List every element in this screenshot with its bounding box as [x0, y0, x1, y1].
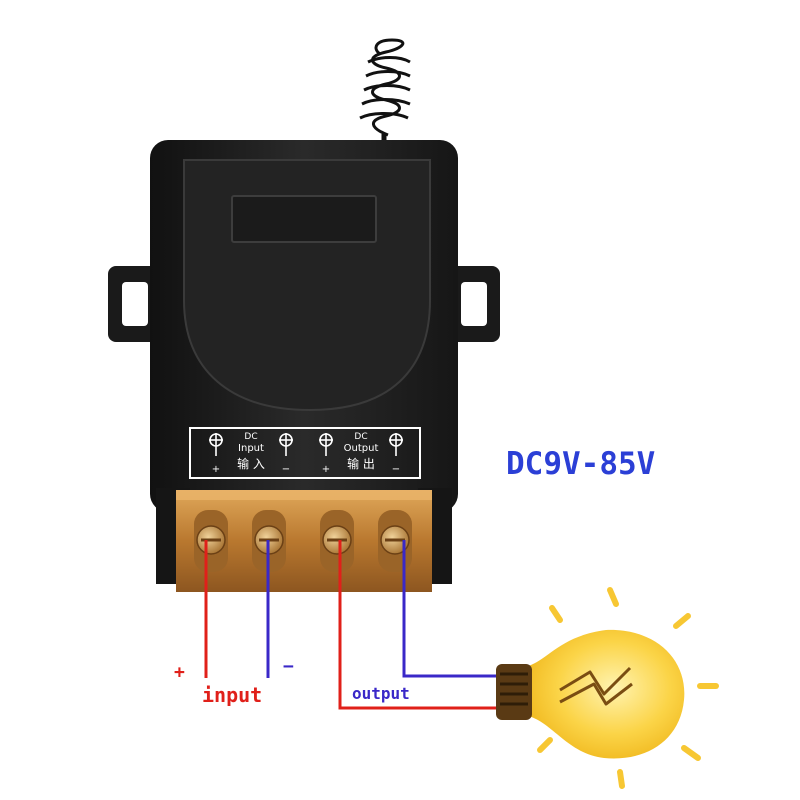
plate-output-cn: 输 出	[347, 456, 375, 471]
plate-output-dc: DC	[354, 432, 367, 442]
terminal-screw-4	[378, 510, 412, 572]
output-label: output	[352, 684, 410, 703]
input-plus-sign: +	[174, 662, 185, 683]
label-window	[231, 195, 377, 243]
antenna-coil	[359, 38, 411, 150]
plate-input-cn: 输 入	[237, 456, 265, 471]
mounting-ear-left	[108, 266, 160, 342]
wire-bulb-return	[402, 540, 500, 678]
bulb-rays	[537, 587, 719, 789]
wire-output-to-bulb	[338, 540, 500, 710]
terminal-screw-3	[320, 510, 354, 572]
terminal-label-plate: DC Input 输 入 DC Output 输 出 + − + −	[189, 427, 421, 479]
plate-input-dc: DC	[244, 432, 257, 442]
input-minus-sign: −	[283, 656, 294, 677]
screw-terminal-block	[156, 488, 452, 592]
input-label: input	[202, 683, 263, 707]
mounting-ear-right	[448, 266, 500, 342]
plate-input-word: Input	[238, 443, 264, 454]
terminal-screw-1	[194, 510, 228, 572]
relay-module-housing	[150, 140, 458, 512]
plate-minus-2: −	[392, 464, 400, 475]
plate-plus-2: +	[322, 464, 330, 475]
plate-output-word: Output	[344, 443, 379, 454]
plate-plus-1: +	[212, 464, 220, 475]
plate-minus-1: −	[282, 464, 290, 475]
voltage-range-label: DC9V-85V	[506, 446, 656, 482]
wires	[204, 540, 500, 710]
light-bulb-icon	[496, 587, 719, 789]
